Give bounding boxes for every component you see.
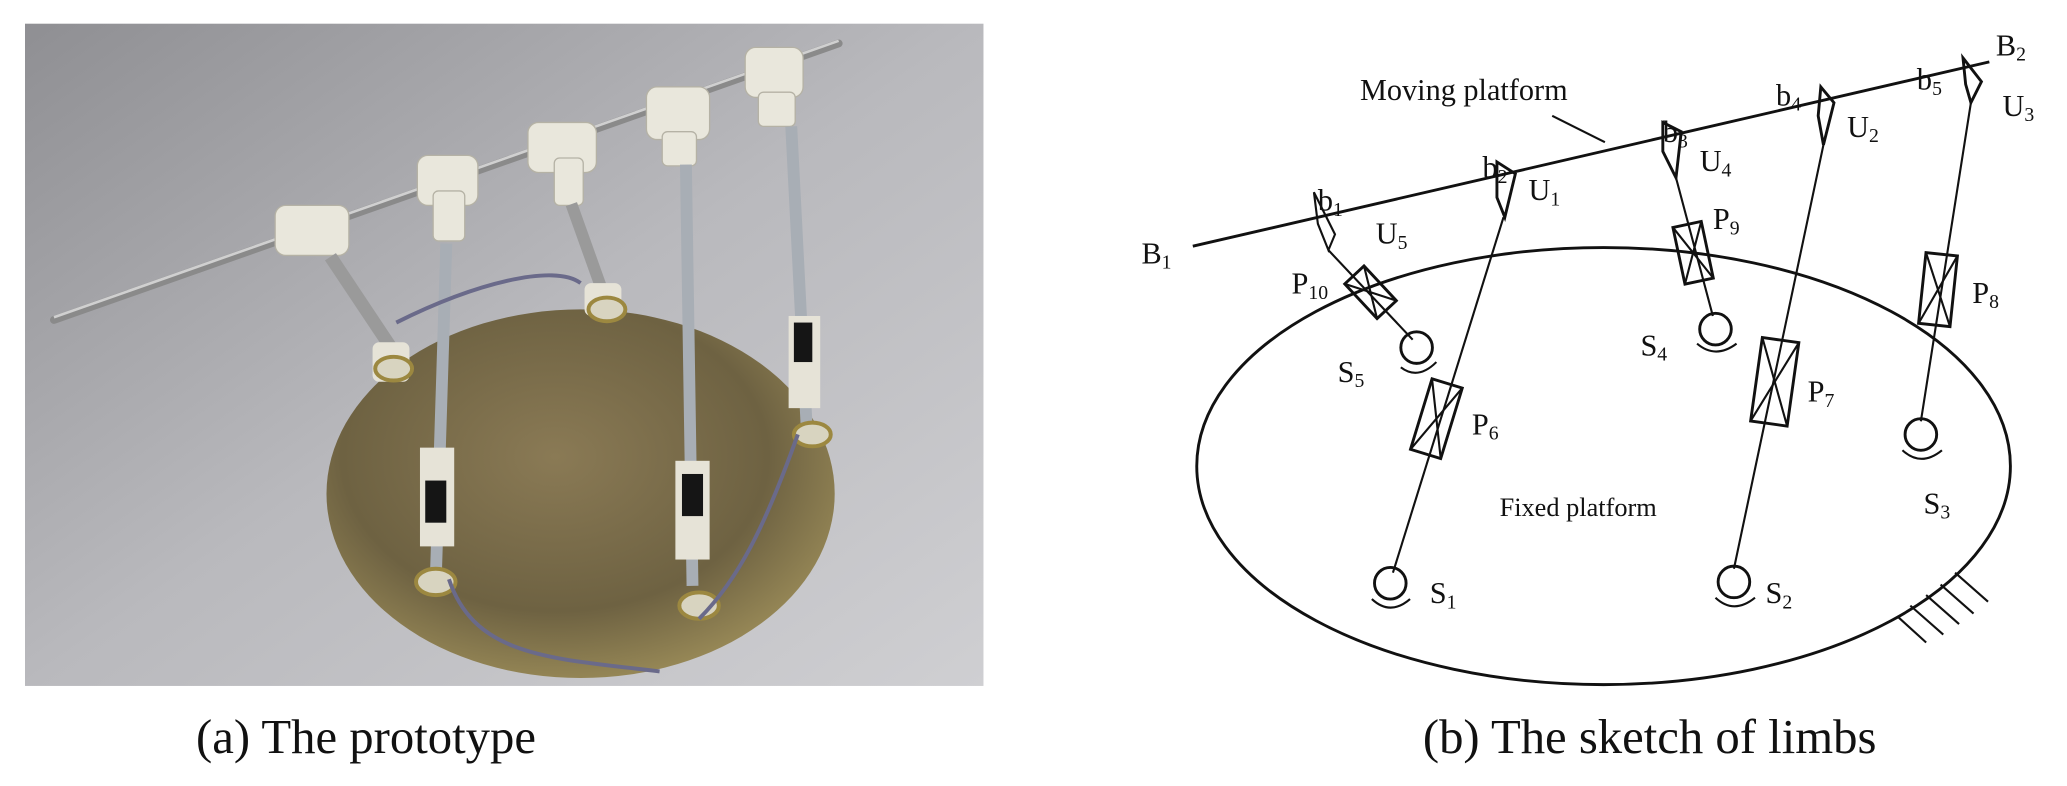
ground-hatch-icon: [1896, 571, 1989, 644]
label-S4: S4: [1640, 328, 1667, 365]
label-B2: B2: [1996, 28, 2026, 65]
limb-2: [1714, 83, 1836, 608]
fixed-platform-label: Fixed platform: [1500, 493, 1658, 522]
label-b2: b2: [1482, 151, 1507, 188]
label-b3: b3: [1663, 115, 1688, 152]
label-P10: P10: [1292, 267, 1329, 304]
spherical-joints: [373, 295, 833, 621]
label-P7: P7: [1808, 375, 1835, 412]
limb-1: [1371, 159, 1518, 609]
label-U5: U5: [1376, 217, 1408, 254]
label-U4: U4: [1700, 144, 1732, 181]
cables: [395, 273, 800, 674]
label-P8: P8: [1972, 276, 1999, 313]
prototype-photo: [24, 23, 984, 686]
caption-b: (b) The sketch of limbs: [1423, 710, 1877, 764]
label-U1: U1: [1529, 173, 1561, 210]
limb-3: [1901, 53, 1984, 460]
label-S5: S5: [1338, 355, 1365, 392]
label-b5: b5: [1917, 63, 1942, 100]
label-b1: b1: [1318, 184, 1343, 221]
limb-sketch: Moving platform Fixed platform B1 B2 b1 …: [1141, 28, 2035, 687]
label-S1: S1: [1430, 576, 1457, 613]
universal-joints: [274, 46, 804, 257]
label-b4: b4: [1776, 78, 1801, 115]
moving-platform-line: [1192, 60, 1990, 248]
limb-5: [1312, 191, 1438, 374]
caption-a: (a) The prototype: [196, 710, 536, 764]
moving-platform-leader: [1551, 114, 1606, 144]
fixed-platform-ellipse: [1195, 246, 2012, 687]
label-S3: S3: [1924, 486, 1951, 523]
label-S2: S2: [1766, 576, 1793, 613]
limb-4: [1661, 120, 1738, 353]
label-P9: P9: [1713, 202, 1740, 239]
label-U2: U2: [1847, 110, 1879, 147]
label-B1: B1: [1141, 236, 1171, 273]
label-U3: U3: [2003, 89, 2035, 126]
label-P6: P6: [1472, 407, 1499, 444]
moving-platform-label: Moving platform: [1360, 73, 1568, 107]
